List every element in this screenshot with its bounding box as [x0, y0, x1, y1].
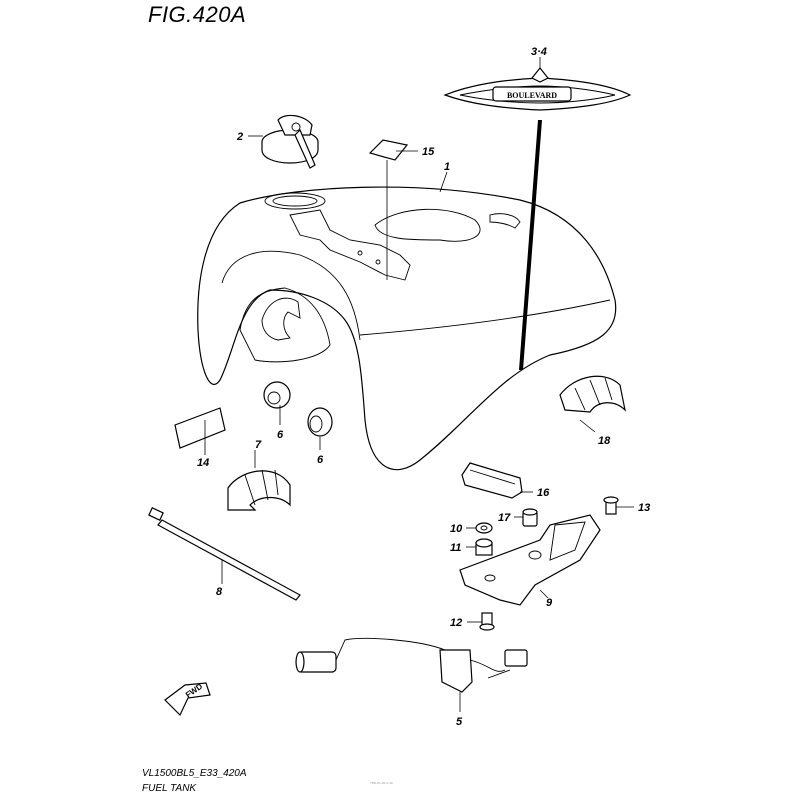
callout-15: 15: [422, 146, 435, 158]
callout-5: 5: [456, 716, 463, 728]
callout-16: 16: [537, 487, 550, 499]
fuel-tank-part-1[interactable]: [197, 186, 617, 471]
cable-tie-part-8[interactable]: [148, 507, 301, 601]
rubber-cushion-part-18[interactable]: [559, 375, 626, 413]
callout-11: 11: [450, 542, 461, 554]
label-part-14[interactable]: [174, 407, 226, 455]
callout-6b: 6: [317, 454, 324, 466]
model-code: VL1500BL5_E33_420A: [142, 768, 247, 779]
collar-part-11[interactable]: [475, 538, 493, 556]
bolt-part-13[interactable]: [603, 496, 619, 515]
bracket-part-9[interactable]: [459, 514, 601, 606]
callout-1: 1: [444, 161, 450, 173]
callout-10: 10: [450, 523, 463, 535]
bolt-part-12[interactable]: [479, 612, 495, 631]
cushion-part-6a[interactable]: [263, 381, 291, 409]
fuel-gauge-part-5[interactable]: [295, 638, 528, 693]
callout-14: 14: [197, 457, 209, 469]
figure-title: FIG.420A: [148, 2, 247, 27]
leader-lines: [221, 57, 634, 712]
label-part-15[interactable]: [368, 139, 409, 280]
callout-3-4: 3·4: [531, 46, 547, 58]
rubber-cushion-part-7[interactable]: [227, 450, 291, 511]
cushion-part-17[interactable]: [522, 508, 538, 527]
callout-13: 13: [638, 502, 650, 514]
callout-9: 9: [546, 597, 553, 609]
callout-8: 8: [216, 586, 223, 598]
emblem-part-3-4[interactable]: BOULEVARD: [443, 67, 632, 370]
callout-2: 2: [236, 131, 243, 143]
callout-12: 12: [450, 617, 462, 629]
forward-direction-arrow: FWD: [164, 682, 211, 717]
cushion-part-16[interactable]: [461, 462, 523, 499]
cushion-part-6b[interactable]: [307, 407, 333, 437]
section-name: FUEL TANK: [142, 783, 197, 794]
print-stamp: TBD-D1-45-A-40: [370, 781, 393, 785]
callout-7: 7: [255, 439, 262, 451]
fuel-cap-part-2[interactable]: [261, 114, 319, 169]
emblem-leader-wedge: [519, 120, 542, 370]
emblem-text: BOULEVARD: [507, 91, 557, 100]
callout-6a: 6: [277, 429, 284, 441]
washer-part-10[interactable]: [475, 522, 493, 534]
callouts: 1 2 3·4 15 6 6 7 14 18 8 16 13 10 17 11 …: [197, 46, 650, 728]
callout-17: 17: [498, 512, 511, 524]
callout-18: 18: [598, 435, 611, 447]
